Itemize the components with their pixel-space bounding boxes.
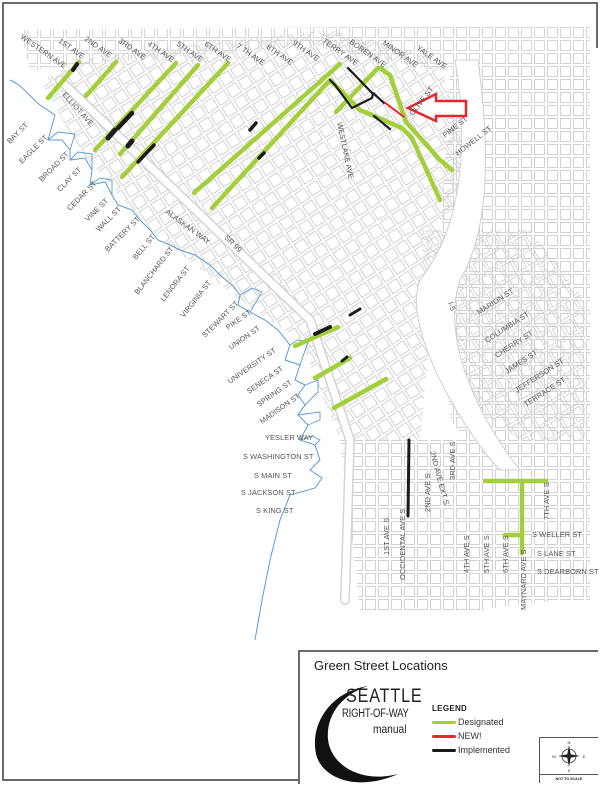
svg-text:S WASHINGTON ST: S WASHINGTON ST bbox=[243, 452, 314, 461]
svg-text:LENORA ST: LENORA ST bbox=[158, 264, 191, 303]
svg-text:S KING ST: S KING ST bbox=[256, 506, 294, 515]
legend-item-implemented: Implemented bbox=[432, 744, 510, 756]
piers bbox=[47, 131, 321, 446]
svg-text:S MAIN ST: S MAIN ST bbox=[254, 471, 292, 480]
svg-text:VIRGINIA ST: VIRGINIA ST bbox=[178, 278, 213, 319]
svg-text:W: W bbox=[552, 754, 556, 759]
new-street bbox=[383, 101, 405, 118]
new-swatch bbox=[432, 734, 456, 738]
implemented-swatch bbox=[432, 748, 456, 752]
svg-text:2ND AVE S: 2ND AVE S bbox=[423, 473, 432, 512]
svg-text:OCCIDENTAL AVE S: OCCIDENTAL AVE S bbox=[398, 509, 407, 580]
scale-note: NOT TO SCALE bbox=[540, 774, 598, 783]
svg-text:N: N bbox=[568, 740, 571, 745]
svg-text:1ST AVE S: 1ST AVE S bbox=[382, 518, 391, 555]
svg-text:5TH AVE S: 5TH AVE S bbox=[482, 535, 491, 573]
id-street-labels: S WELLER ST S LANE ST S DEARBORN ST bbox=[532, 530, 599, 576]
svg-text:S WELLER ST: S WELLER ST bbox=[532, 530, 582, 539]
legend-item-designated: Designated bbox=[432, 716, 504, 728]
implemented-streets bbox=[71, 62, 411, 518]
svg-text:3RD AVE S: 3RD AVE S bbox=[448, 441, 457, 480]
south-street-labels: YESLER WAY S WASHINGTON ST S MAIN ST S J… bbox=[241, 433, 314, 515]
logo-right-of-way: RIGHT-OF-WAY bbox=[342, 708, 409, 720]
street-grid bbox=[20, 25, 590, 610]
map-frame-edge bbox=[596, 2, 598, 48]
logo-seattle: SEATTLE bbox=[346, 686, 423, 707]
svg-text:YESLER WAY: YESLER WAY bbox=[265, 433, 313, 442]
compass-panel: N S E W NOT TO SCALE bbox=[539, 737, 598, 783]
legend-panel: Green Street Locations SEATTLE RIGHT-OF-… bbox=[298, 650, 598, 784]
map-title: Green Street Locations bbox=[314, 658, 448, 673]
new-callout-arrow bbox=[405, 91, 468, 123]
legend-heading: LEGEND bbox=[432, 704, 468, 713]
svg-text:S: S bbox=[568, 768, 571, 773]
legend-item-new: NEW! bbox=[432, 730, 482, 742]
svg-text:I-5: I-5 bbox=[446, 301, 458, 312]
svg-text:BAY ST: BAY ST bbox=[5, 120, 30, 145]
logo-manual: manual bbox=[373, 722, 407, 736]
svg-text:BELL ST: BELL ST bbox=[131, 232, 157, 261]
svg-text:7TH AVE S: 7TH AVE S bbox=[542, 482, 551, 520]
svg-text:S LANE ST: S LANE ST bbox=[537, 549, 576, 558]
compass-rose-icon: N S E W bbox=[552, 740, 586, 773]
svg-text:MAYNARD AVE S: MAYNARD AVE S bbox=[519, 549, 528, 610]
seattle-row-logo-crescent-icon bbox=[314, 686, 398, 783]
south-avenue-labels: 1ST AVE S OCCIDENTAL AVE S 2ND AVE S 2ND… bbox=[382, 441, 551, 610]
svg-text:EAGLE ST: EAGLE ST bbox=[17, 133, 50, 166]
shoreline bbox=[9, 79, 323, 641]
svg-text:S DEARBORN ST: S DEARBORN ST bbox=[537, 567, 599, 576]
svg-text:4TH AVE S: 4TH AVE S bbox=[462, 535, 471, 573]
svg-text:CLAY ST: CLAY ST bbox=[55, 165, 83, 193]
designated-swatch bbox=[432, 720, 456, 724]
svg-text:E: E bbox=[583, 754, 586, 759]
svg-text:S JACKSON ST: S JACKSON ST bbox=[241, 488, 296, 497]
svg-text:6TH AVE S: 6TH AVE S bbox=[501, 535, 510, 573]
